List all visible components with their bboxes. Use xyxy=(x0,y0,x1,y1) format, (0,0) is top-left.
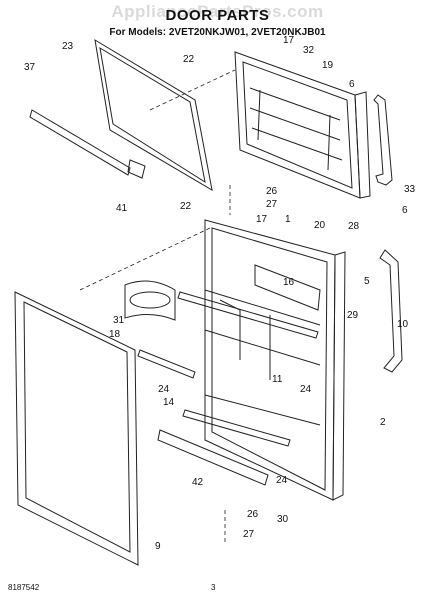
watermark: AppliancePartsPros.com xyxy=(111,2,324,21)
callout-17: 17 xyxy=(283,35,295,46)
callout-37: 37 xyxy=(24,62,36,73)
callout-6-top: 6 xyxy=(349,79,355,90)
fresh-food-door xyxy=(204,219,346,501)
callout-28: 28 xyxy=(348,221,360,232)
callout-17b: 17 xyxy=(256,214,268,225)
callout-31: 31 xyxy=(113,315,125,326)
callout-20: 20 xyxy=(314,220,326,231)
callout-19: 19 xyxy=(322,60,334,71)
fresh-food-handle xyxy=(379,249,403,373)
door-trim-strip xyxy=(29,109,146,179)
callout-5: 5 xyxy=(364,276,370,287)
fresh-food-gasket xyxy=(14,291,139,566)
callout-23: 23 xyxy=(62,41,74,52)
callout-33: 33 xyxy=(404,184,416,195)
callout-41: 41 xyxy=(116,203,128,214)
document-number: 8187542 xyxy=(8,583,40,592)
dairy-compartment xyxy=(124,280,176,321)
callout-24a: 24 xyxy=(158,384,170,395)
callout-30: 30 xyxy=(277,514,289,525)
door-shelf-bars xyxy=(137,291,319,486)
callout-9: 9 xyxy=(155,541,161,552)
callout-24b: 24 xyxy=(300,384,312,395)
callout-26-top: 26 xyxy=(266,186,278,197)
callout-16: 16 xyxy=(283,277,295,288)
callout-27-top: 27 xyxy=(266,199,278,210)
freezer-gasket xyxy=(94,39,213,191)
callout-29: 29 xyxy=(347,310,359,321)
callout-10: 10 xyxy=(397,319,409,330)
callout-11: 11 xyxy=(272,374,283,385)
callout-32: 32 xyxy=(303,45,315,56)
callout-26b: 26 xyxy=(247,509,259,520)
callout-27b: 27 xyxy=(243,529,255,540)
model-subtitle: For Models: 2VET20NKJW01, 2VET20NKJB01 xyxy=(109,27,326,38)
callout-1: 1 xyxy=(285,214,291,225)
callout-22: 22 xyxy=(183,54,195,65)
callout-6-mid: 6 xyxy=(402,205,408,216)
callout-18: 18 xyxy=(109,329,121,340)
callout-22b: 22 xyxy=(180,201,192,212)
page-number: 3 xyxy=(211,583,216,592)
callout-24c: 24 xyxy=(276,475,288,486)
page-title: DOOR PARTS xyxy=(165,7,270,24)
freezer-door xyxy=(234,51,371,199)
freezer-handle xyxy=(373,94,393,186)
callout-14: 14 xyxy=(163,397,175,408)
callout-2: 2 xyxy=(380,417,386,428)
callout-42: 42 xyxy=(192,477,204,488)
